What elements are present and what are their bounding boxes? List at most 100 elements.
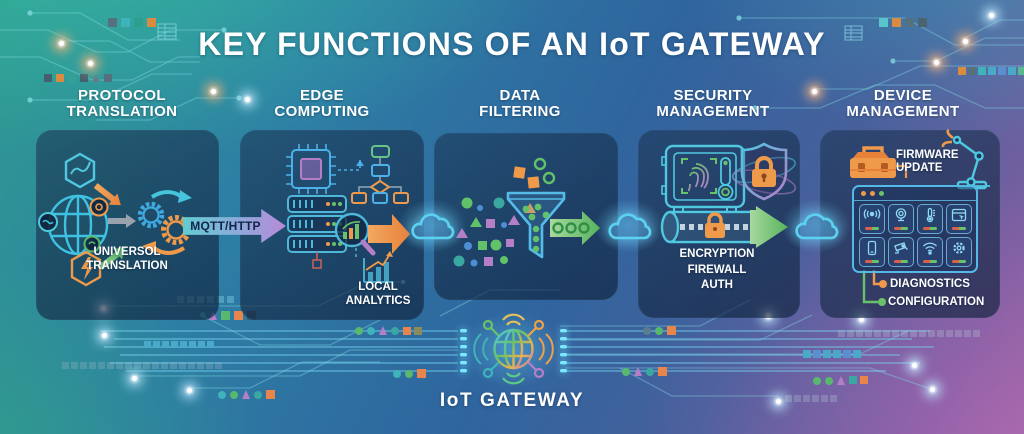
decoration-sq [144,341,151,348]
fingerprint-icon [687,163,709,192]
cloud-glow [781,199,851,253]
decoration-circle [355,327,363,335]
decoration-sq [417,369,426,378]
decoration-sq [803,350,811,358]
edge-output-arrow [368,214,410,254]
thermometer-device[interactable] [917,204,943,234]
decoration-glow [930,387,935,392]
device-management-illustration [850,128,990,306]
edge-computing-illustration [286,144,410,283]
decoration-sq [958,67,966,75]
decoration-sq [134,18,143,27]
funnel-icon [506,191,566,259]
decoration-sq [803,395,810,402]
decoration-sq [180,341,187,348]
decoration-sq [234,311,243,320]
decoration-sq [152,362,159,369]
decoration-sq [98,362,105,369]
decoration-sq [170,362,177,369]
decoration-sq [162,341,169,348]
smartphone-device[interactable] [859,237,885,267]
decoration-sq [221,311,230,320]
gear-icon [953,242,965,254]
decoration-sq [266,390,275,399]
decoration-circle [813,377,821,385]
decoration-circle [646,368,654,376]
device-window [852,185,978,273]
cloud-glow [594,199,664,253]
gateway-globe-icon [493,328,534,370]
decoration-sq [856,330,863,337]
decoration-sq [901,330,908,337]
decoration-sq [153,341,160,348]
flowchart-icon [351,145,409,204]
decoration-circle [230,391,238,399]
decoration-sq [813,350,821,358]
led-strip [460,329,567,373]
callout-connectors [862,270,887,306]
decoration-sq [946,330,953,337]
decoration-sq [785,395,792,402]
decoration-sq [56,74,64,82]
decoration-glow [59,41,64,46]
decoration-sq [143,362,150,369]
cpu-chip-icon [286,144,336,194]
cctv-device[interactable] [888,237,914,267]
webcam-device[interactable] [888,204,914,234]
decoration-sq [849,376,857,384]
window-dots [861,191,884,196]
decoration-tri [379,326,387,335]
decoration-sq [171,341,178,348]
decoration-sq [179,362,186,369]
device-grid [859,204,972,267]
decoration-sq [62,362,69,369]
broadcast-icon [863,209,881,219]
decoration-sq [968,67,976,75]
security-management-illustration [660,142,797,248]
decoration-glow [187,388,192,393]
decoration-sq [116,362,123,369]
decoration-sq [860,376,868,384]
broadcast-device[interactable] [859,204,885,234]
cloud-icon [795,213,839,240]
configuration-label: CONFIGURATION [888,296,985,308]
globe-icon [38,194,109,256]
decoration-glow [989,13,994,18]
decoration-sq [44,74,52,82]
decoration-sq [108,18,117,27]
decoration-sq [125,362,132,369]
thermometer-icon [926,207,935,223]
decoration-circle [405,370,413,378]
wifi-arcs [502,313,525,385]
decoration-circle [655,327,663,335]
gear-device[interactable] [946,237,972,267]
decoration-circle [622,368,630,376]
decoration-glow [776,399,781,404]
decoration-sq [161,362,168,369]
data-filtering-illustration [453,157,600,267]
decoration-glow [132,376,137,381]
decoration-sq [215,362,222,369]
translation-arrows [93,183,136,270]
decoration-sq [879,18,888,27]
decoration-circle [218,391,226,399]
safe-icon [661,144,746,213]
mqtt-http-label: MQTT/HTTP [190,219,261,233]
decoration-sq [918,18,927,27]
browser-device[interactable] [946,204,972,234]
gateway-spokes [482,319,545,379]
decoration-tri [92,74,100,82]
chip-flowchart-connector [338,160,361,171]
decoration-glow [102,333,107,338]
wifi-device[interactable] [917,237,943,267]
mini-graph-icon [363,251,393,283]
decoration-sq [964,330,971,337]
table-icon [157,23,863,41]
decoration-circle [391,327,399,335]
webcam-icon [895,208,907,222]
